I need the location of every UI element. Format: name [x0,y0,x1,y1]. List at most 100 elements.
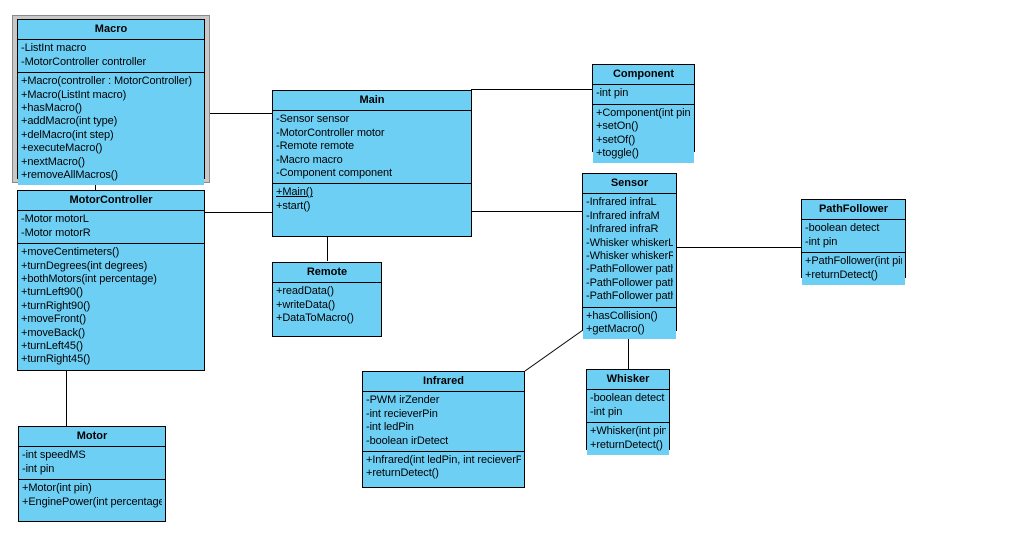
class-title-motorcontroller: MotorController [18,191,204,212]
class-attributes-component: -int pin [593,85,694,105]
attribute: -boolean detect [590,392,665,405]
operation: +addMacro(int type) [21,115,118,128]
attribute: -PathFollower pathR [586,290,673,303]
attribute: -MotorController motor [276,126,385,139]
edge-main-component[interactable] [471,89,593,90]
class-box-motor[interactable]: Motor -int speedMS -int pin +Motor(int p… [18,426,166,522]
attribute: -Sensor sensor [276,113,350,126]
operation: +Component(int pin) [596,106,691,119]
attribute: -boolean detect [805,222,880,235]
class-box-motorcontroller[interactable]: MotorController -Motor motorL -Motor mot… [17,190,205,371]
class-operations-infrared: +Infrared(int ledPin, int recieverPin) +… [363,452,524,484]
edge-main-sensor[interactable] [471,211,582,212]
operation: +turnLeft45() [21,340,83,353]
operation: +removeAllMacros() [21,169,118,182]
class-attributes-pathfollower: -boolean detect -int pin [802,220,905,254]
operation: +Whisker(int pin) [590,425,666,438]
operation: +delMacro(int step) [21,128,114,141]
operation: +turnDegrees(int degrees) [21,259,148,272]
operation: +hasMacro() [21,102,82,115]
operation: +setOf() [596,133,636,146]
attribute: -Remote remote [276,140,355,153]
operation: +Macro(controller : MotorController) [21,75,192,88]
class-title-infrared: Infrared [363,372,524,393]
class-operations-whisker: +Whisker(int pin) +returnDetect() [587,423,669,456]
class-operations-sensor: +hasCollision() +getMacro() [583,307,676,340]
attribute: -PathFollower pathL [586,263,673,276]
operation: +toggle() [596,147,639,160]
class-operations-pathfollower: +PathFollower(int pin) +returnDetect() [802,253,905,286]
edge-sensor-pathfollower[interactable] [677,247,801,248]
attribute: -Infrared infraM [586,209,660,222]
attribute: -ListInt macro [21,42,87,55]
class-box-sensor[interactable]: Sensor -Infrared infraL -Infrared infraM… [582,173,677,340]
class-operations-macro: +Macro(controller : MotorController) +Ma… [18,73,204,186]
operation: +turnRight45() [21,353,91,366]
attribute: -PWM irZender [366,394,440,407]
attribute: -Infrared infraL [586,196,657,209]
attribute: -int pin [805,235,838,248]
class-title-remote: Remote [273,263,381,284]
operation: +writeData() [276,298,336,311]
attribute: -int pin [590,405,623,418]
class-attributes-whisker: -boolean detect -int pin [587,390,669,424]
class-operations-motorcontroller: +moveCentimeters() +turnDegrees(int degr… [18,244,204,370]
class-title-whisker: Whisker [587,370,669,391]
class-attributes-macro: -ListInt macro -MotorController controll… [18,40,204,74]
edge-motorcontroller-motor[interactable] [66,371,67,429]
operation: +turnRight90() [21,299,91,312]
class-box-remote[interactable]: Remote +readData() +writeData() +DataToM… [272,262,382,337]
operation: +nextMacro() [21,155,85,168]
attribute: -Macro macro [276,153,343,166]
edge-sensor-whisker[interactable] [628,330,629,369]
attribute: -int recieverPin [366,407,438,420]
attribute: -Motor motorL [21,213,89,226]
class-box-pathfollower[interactable]: PathFollower -boolean detect -int pin +P… [801,199,906,286]
operation: +getMacro() [586,323,645,336]
class-title-main: Main [273,91,471,112]
attribute: -Whisker whiskerR [586,250,673,263]
class-operations-remote: +readData() +writeData() +DataToMacro() [273,283,381,329]
operation: +moveBack() [21,326,86,339]
attribute: -int pin [22,462,55,475]
operation: +readData() [276,285,334,298]
class-attributes-motor: -int speedMS -int pin [19,447,165,481]
class-box-component[interactable]: Component -int pin +Component(int pin) +… [592,64,695,164]
attribute: -MotorController controller [21,55,147,68]
class-attributes-infrared: -PWM irZender -int recieverPin -int ledP… [363,392,524,453]
class-title-pathfollower: PathFollower [802,200,905,221]
operation-static: +Main() [276,186,313,199]
operation: +setOn() [596,120,639,133]
edge-macro-main[interactable] [198,113,276,114]
attribute: -Whisker whiskerL [586,236,673,249]
operation: +PathFollower(int pin) [805,255,902,268]
class-attributes-main: -Sensor sensor -MotorController motor -R… [273,111,471,185]
class-box-whisker[interactable]: Whisker -boolean detect -int pin +Whiske… [586,369,670,456]
edge-main-remote[interactable] [327,237,328,261]
edge-macro-motorcontroller[interactable] [95,180,96,196]
class-title-motor: Motor [19,427,165,448]
operation: +moveCentimeters() [21,246,120,259]
operation: +Infrared(int ledPin, int recieverPin) [366,454,521,467]
operation: +bothMotors(int percentage) [21,273,157,286]
operation: +returnDetect() [366,467,439,480]
attribute: -int speedMS [22,449,86,462]
attribute: -int ledPin [366,421,414,434]
operation: +moveFront() [21,313,87,326]
class-operations-main: +Main() +start() [273,184,471,217]
class-box-macro[interactable]: Macro -ListInt macro -MotorController co… [17,19,205,186]
operation: +DataToMacro() [276,312,354,325]
class-box-infrared[interactable]: Infrared -PWM irZender -int recieverPin … [362,371,525,488]
attribute: -Component component [276,167,393,180]
operation: +Macro(ListInt macro) [21,88,127,101]
operation: +Motor(int pin) [22,482,92,495]
operation: +executeMacro() [21,142,103,155]
class-box-main[interactable]: Main -Sensor sensor -MotorController mot… [272,90,472,237]
operation: +returnDetect() [805,268,878,281]
class-title-sensor: Sensor [583,174,676,195]
attribute: -Motor motorR [21,226,91,239]
class-operations-component: +Component(int pin) +setOn() +setOf() +t… [593,104,694,164]
edge-motorcontroller-main[interactable] [198,212,276,213]
